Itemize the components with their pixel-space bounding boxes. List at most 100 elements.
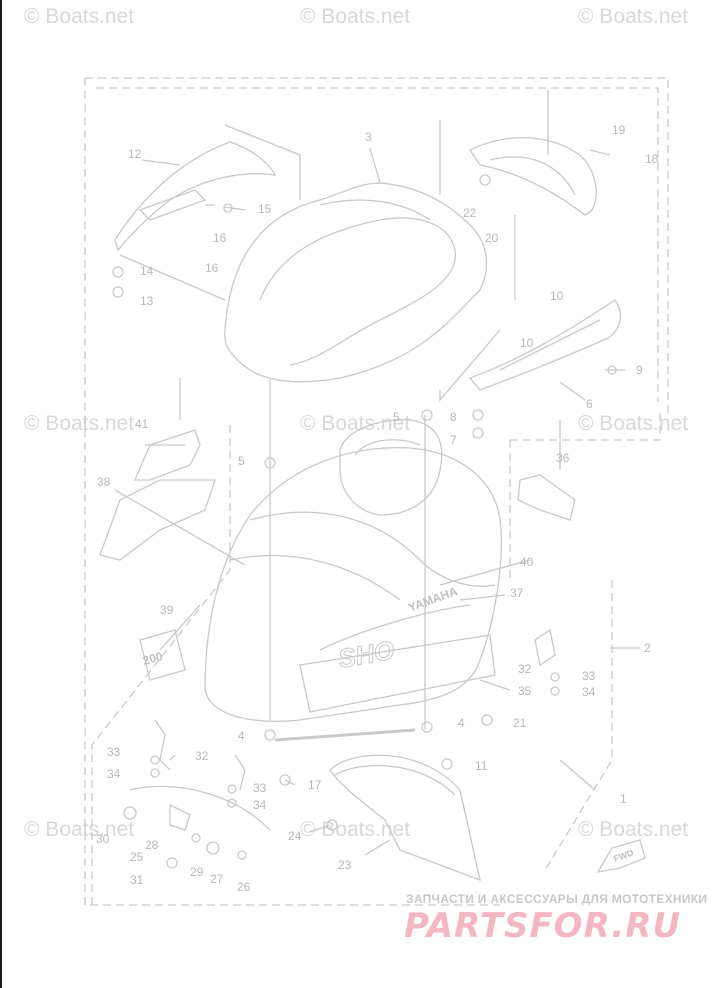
bolt xyxy=(166,857,178,869)
callout-2: 2 xyxy=(644,641,651,655)
bottom-cowling xyxy=(204,447,502,722)
callout-25: 25 xyxy=(130,850,144,864)
bolt xyxy=(481,714,493,726)
callout-26: 26 xyxy=(237,880,251,894)
washer xyxy=(550,686,560,696)
emblem-hp: 200 xyxy=(141,649,164,668)
callout-32: 32 xyxy=(195,749,209,763)
callout-33b: 33 xyxy=(253,781,267,795)
callout-18: 18 xyxy=(645,152,659,166)
left-bracket-plate xyxy=(138,189,207,221)
bracket-32-right xyxy=(534,628,556,667)
grommet xyxy=(206,841,220,855)
washer xyxy=(227,798,237,808)
callout-8: 8 xyxy=(450,410,457,424)
washer xyxy=(112,266,124,278)
callout-29: 29 xyxy=(190,865,204,879)
washer xyxy=(421,409,433,421)
callout-14: 14 xyxy=(140,264,154,278)
latch-arm xyxy=(169,803,191,831)
callout-24: 24 xyxy=(288,829,302,843)
leader-line xyxy=(559,381,586,401)
callout-33: 33 xyxy=(107,745,121,759)
callout-38: 38 xyxy=(97,475,111,489)
callout-5: 5 xyxy=(238,454,245,468)
decal-band xyxy=(319,604,471,651)
leader-line xyxy=(169,754,176,761)
decal-36 xyxy=(517,474,576,521)
leader-line xyxy=(439,559,531,586)
cowling-maker: YAMAHA xyxy=(406,584,460,615)
partsfor-brand[interactable]: ЗАПЧАСТИ И АКСЕССУАРЫ ДЛЯ МОТОТЕХНИКИ PA… xyxy=(400,892,708,952)
watermark: © Boats.net xyxy=(24,412,135,435)
fwd-arrow xyxy=(596,839,646,873)
callout-5b: 5 xyxy=(393,410,400,424)
callout-28: 28 xyxy=(145,838,159,852)
leader-line xyxy=(159,604,201,651)
callout-36: 36 xyxy=(556,451,570,465)
callout-34: 34 xyxy=(107,767,121,781)
grommet xyxy=(123,806,137,820)
washer xyxy=(264,457,276,469)
washer xyxy=(227,784,237,794)
callout-30: 30 xyxy=(96,832,110,846)
leader-line xyxy=(439,329,501,402)
support-plate-inner xyxy=(499,319,601,371)
bolt xyxy=(279,774,291,786)
watermark: © Boats.net xyxy=(300,5,411,28)
callout-33c: 33 xyxy=(582,669,596,683)
leader-line xyxy=(141,159,181,166)
leader-line xyxy=(589,149,611,156)
leader-line xyxy=(369,147,381,184)
callout-6: 6 xyxy=(586,397,593,411)
callout-13: 13 xyxy=(140,294,154,308)
bolt xyxy=(441,758,453,770)
callout-32b: 32 xyxy=(518,662,532,676)
callout-4: 4 xyxy=(238,729,245,743)
callout-16b: 16 xyxy=(205,261,219,275)
screw xyxy=(237,850,247,860)
lever-assembly xyxy=(234,754,246,791)
leader-line xyxy=(205,204,246,211)
callout-16: 16 xyxy=(213,231,227,245)
callout-17: 17 xyxy=(308,778,322,792)
leader-line xyxy=(459,594,506,601)
assembly-boundary xyxy=(84,77,669,906)
leader-line xyxy=(114,489,246,566)
brand-logo: PARTSFOR.RU xyxy=(404,906,682,946)
cowling-swoosh xyxy=(229,554,401,601)
leader-line xyxy=(364,839,391,856)
callout-35: 35 xyxy=(518,684,532,698)
watermark: © Boats.net xyxy=(578,5,689,28)
callout-27: 27 xyxy=(210,872,224,886)
washer xyxy=(150,755,160,765)
callout-31: 31 xyxy=(130,873,144,887)
support-plate xyxy=(468,299,621,391)
callout-9: 9 xyxy=(636,363,643,377)
callout-22: 22 xyxy=(463,206,477,220)
watermark: © Boats.net xyxy=(24,5,135,28)
callout-23: 23 xyxy=(338,858,352,872)
collar xyxy=(191,833,201,843)
fwd-label: FWD xyxy=(612,847,635,864)
callout-21: 21 xyxy=(513,716,527,730)
callout-39: 39 xyxy=(160,603,174,617)
cowling-swoosh xyxy=(249,511,496,587)
brand-tagline: ЗАПЧАСТИ И АКСЕССУАРЫ ДЛЯ МОТОТЕХНИКИ xyxy=(406,892,708,906)
under-cover-seal xyxy=(334,764,456,796)
callout-19: 19 xyxy=(612,123,626,137)
callout-10b: 10 xyxy=(520,336,534,350)
callout-15: 15 xyxy=(258,202,272,216)
washer xyxy=(150,768,160,778)
assembly-boundary xyxy=(96,87,659,402)
lower-cowl-boundary xyxy=(544,580,613,871)
callout-7: 7 xyxy=(450,433,457,447)
washer xyxy=(550,672,560,682)
lower-cowl-boundary xyxy=(510,413,661,441)
leader-line xyxy=(224,124,301,200)
lever-assembly xyxy=(154,719,171,771)
callout-11: 11 xyxy=(475,759,488,773)
cowling-model: SHO xyxy=(336,635,397,674)
callout-34c: 34 xyxy=(582,685,596,699)
